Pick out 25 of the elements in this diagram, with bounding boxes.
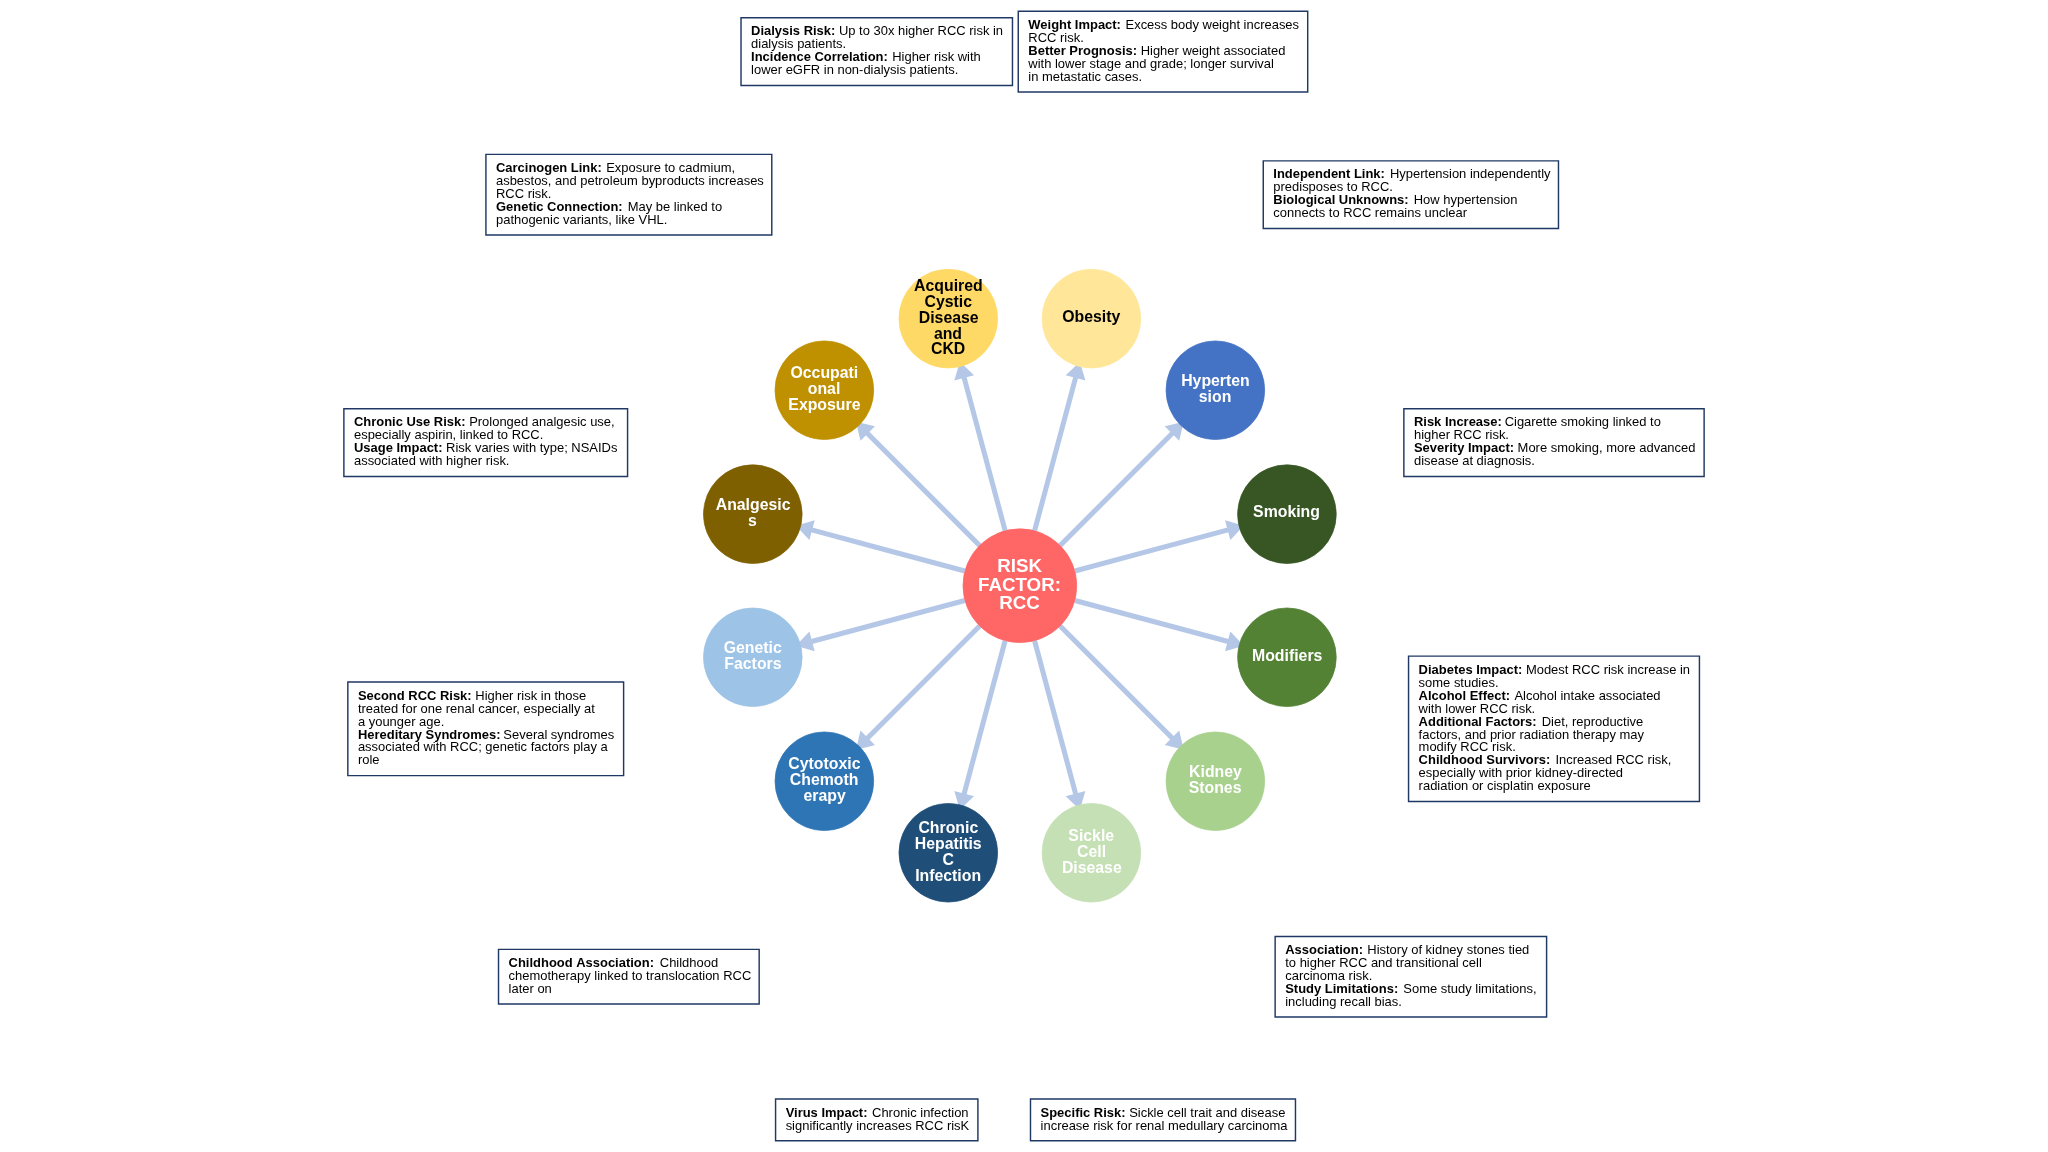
- node-box: Childhood Association: Childhood chemotherapy linked to translocation RCC later on: [497, 948, 760, 1005]
- arrow: [1058, 624, 1184, 750]
- arrow: [855, 421, 982, 548]
- node-circle: RISK FACTOR: RCC: [962, 528, 1078, 643]
- node-box: Dialysis Risk: Up to 30x higher RCC risk in dialysis patients. Incidence Correlation: Higher risk with lower eGFR in non-dialysis patients.: [740, 17, 1014, 87]
- node-box: Diabetes Impact: Modest RCC risk increase in some studies. Alcohol Effect: Alcohol intake associated with lower RCC risk. Additional Factors: Diet, reproductive factors, and prior radiation therapy may modify RCC risk. Childhood Survivors: Increased RCC risk, especially with prior kidney-directed radiation or cisplatin exposure: [1407, 655, 1701, 803]
- node-circle: Smoking: [1237, 464, 1337, 564]
- node-box: Carcinogen Link: Exposure to cadmium, asbestos, and petroleum byproducts increases RCC risk. Genetic Connection: May be linked to pathogenic variants, like VHL.: [485, 153, 773, 236]
- node-box: Second RCC Risk: Higher risk in those treated for one renal cancer, especially at a younger age. Hereditary Syndromes: Several syndromes associated with RCC; genetic factors play a role: [347, 681, 625, 777]
- arrow: [1058, 421, 1184, 548]
- node-circle: Sickle Cell Disease: [1041, 803, 1142, 903]
- node-box: Virus Impact: Chronic infection significantly increases RCC risK: [774, 1098, 979, 1142]
- node-box: Association: History of kidney stones tied to higher RCC and transitional cell carcinoma risk. Study Limitations: Some study limitations, including recall bias.: [1274, 935, 1548, 1018]
- node-circle: Obesity: [1041, 268, 1142, 369]
- node-circle: Genetic Factors: [703, 607, 803, 707]
- node-circle: Analgesic s: [703, 464, 803, 564]
- arrow: [855, 624, 982, 750]
- node-box: Specific Risk: Sickle cell trait and disease increase risk for renal medullary carcinoma: [1029, 1098, 1297, 1142]
- node-circle: Acquired Cystic Disease and CKD: [898, 268, 998, 369]
- node-box: Weight Impact: Excess body weight increases RCC risk. Better Prognosis: Higher weight associated with lower stage and grade; longer survival in metastatic cases.: [1017, 10, 1309, 93]
- node-box: Chronic Use Risk: Prolonged analgesic use, especially aspirin, linked to RCC. Usage Impact: Risk varies with type; NSAIDs associated with higher risk.: [343, 408, 629, 478]
- node-box: Independent Link: Hypertension independently predisposes to RCC. Biological Unknowns: How hypertension connects to RCC remains unclear: [1262, 160, 1560, 230]
- node-circle: Chronic Hepatitis C Infection: [898, 803, 998, 903]
- node-box: Risk Increase: Cigarette smoking linked to higher RCC risk. Severity Impact: More smoking, more advanced disease at diagnosis.: [1403, 408, 1705, 478]
- node-circle: Modifiers: [1237, 607, 1337, 707]
